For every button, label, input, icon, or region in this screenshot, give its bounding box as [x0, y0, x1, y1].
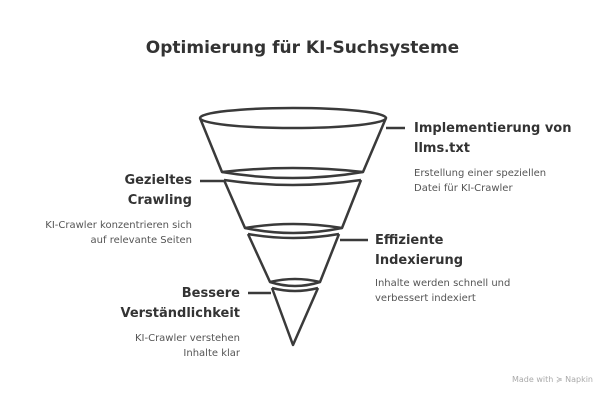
stage-description: Inhalte werden schnell und verbessert in… — [375, 278, 511, 304]
stage-heading: Gezieltes Crawling — [124, 173, 192, 208]
made-with-label: Made with — [511, 375, 554, 384]
stage-heading: Bessere Verständlichkeit — [120, 286, 240, 321]
stage-description: Erstellung einer speziellen Datei für KI… — [414, 168, 547, 194]
stage-description: KI-Crawler konzentrieren sich auf releva… — [45, 220, 192, 246]
funnel-segment-1 — [198, 106, 388, 180]
napkin-brand: Napkin — [565, 375, 593, 384]
stage-heading: Effiziente Indexierung — [375, 233, 464, 268]
stage-heading: Implementierung von llms.txt — [414, 121, 572, 156]
footer-watermark[interactable]: Made with ≽ Napkin — [512, 375, 593, 384]
stage-description: KI-Crawler verstehen Inhalte klar — [134, 333, 240, 359]
funnel-segment-4 — [269, 277, 321, 347]
napkin-logo-icon: ≽ — [555, 375, 563, 384]
diagram-title: Optimierung für KI-Suchsysteme — [145, 38, 460, 58]
